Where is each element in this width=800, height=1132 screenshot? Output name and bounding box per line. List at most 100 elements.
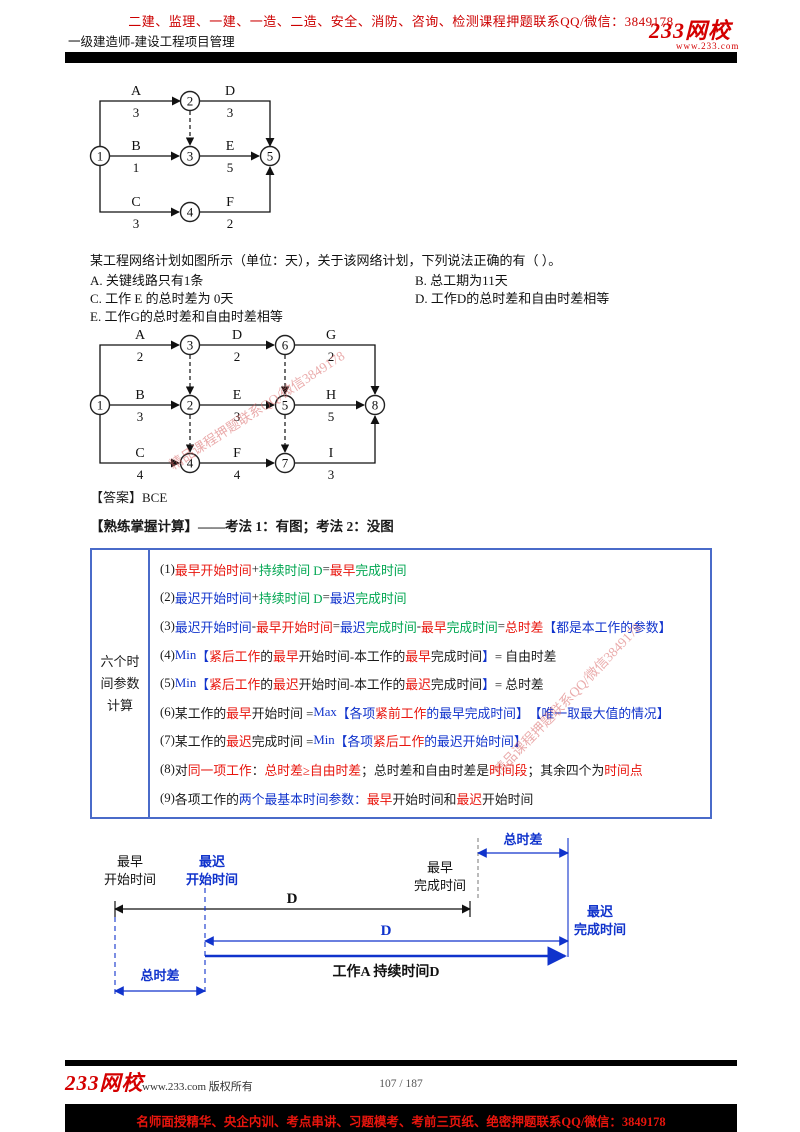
node-circle <box>179 452 201 474</box>
node-circle <box>179 90 201 112</box>
footer-divider-bar <box>65 1060 737 1066</box>
node-circle <box>364 394 386 416</box>
diagram2-nodes: 1 2 3 4 5 6 7 8 <box>89 334 386 474</box>
earliest-finish-label: 最早 <box>427 860 453 875</box>
duration-d-lower-label: D <box>381 923 392 939</box>
activity-name: I <box>329 446 334 461</box>
latest-finish-label: 最迟 <box>587 904 613 919</box>
formula-line-8: (8)对同一项工作：总时差≥自由时差；总时差和自由时差是时间段；其余四个为时间点 <box>160 761 643 778</box>
node-circle <box>274 394 296 416</box>
node-label: 5 <box>267 149 274 164</box>
question-stem: 某工程网络计划如图所示（单位：天），关于该网络计划，下列说法正确的有（ ）。 <box>90 253 562 268</box>
node-label: 2 <box>187 94 194 109</box>
diagram1-edges <box>99 96 275 217</box>
activity-name: D <box>225 84 235 99</box>
option-c: C. 工作 E 的总时差为 0天 <box>90 291 234 306</box>
formula-line-7: (7)某工作的最迟完成时间 = Min 【各项紧后工作的最迟开始时间】 <box>160 733 527 750</box>
node-label: 5 <box>282 398 289 413</box>
formula-line-5: (5)Min【紧后工作的最迟开始时间-本工作的最迟完成时间】 = 总时差 <box>160 676 544 693</box>
total-float-top-label: 总时差 <box>503 832 542 847</box>
latest-start-label: 开始时间 <box>186 872 238 887</box>
activity-duration: 2 <box>234 349 241 364</box>
total-float-bottom-label: 总时差 <box>140 968 179 983</box>
figure-lines <box>114 838 569 996</box>
option-d: D. 工作D的总时差和自由时差相等 <box>415 291 610 306</box>
node-label: 6 <box>282 338 289 353</box>
activity-duration: 4 <box>234 467 241 482</box>
brand-site-url: www.233.com <box>676 41 740 51</box>
formula-line-1: (1)最早开始时间+持续时间 D = 最早完成时间 <box>160 561 407 578</box>
network-diagram-2: 1 2 3 4 5 6 7 8 A 2 D 2 G 2 B 3 E 3 H 5 … <box>89 328 386 482</box>
activity-name: G <box>326 328 336 343</box>
diagram2-edges <box>99 340 380 468</box>
activity-name: A <box>135 328 146 343</box>
earliest-start-label: 最早 <box>117 854 143 869</box>
node-circle <box>89 394 111 416</box>
node-circle <box>274 452 296 474</box>
formula-line-3: (3)最迟开始时间-最早开始时间 = 最迟完成时间-最早完成时间 = 总时差【都… <box>160 618 672 635</box>
row-header-line: 计算 <box>106 697 133 713</box>
section-heading: 【熟练掌握计算】——考法 1：有图；考法 2：没图 <box>90 519 394 534</box>
activity-name: F <box>226 195 234 210</box>
six-parameters-table: 六个时 间参数 计算 (1)最早开始时间+持续时间 D = 最早完成时间 (2)… <box>90 548 712 820</box>
activity-a-duration-label: 工作A 持续时间D <box>333 963 440 980</box>
node-label: 4 <box>187 456 194 471</box>
activity-name: C <box>135 446 144 461</box>
node-circle <box>179 201 201 223</box>
time-parameter-figure: 最早 开始时间 最迟 开始时间 最早 完成时间 总时差 D D 最迟 完成时间 … <box>104 832 626 996</box>
row-header-line: 六个时 <box>100 653 140 669</box>
node-circle <box>89 145 111 167</box>
node-label: 1 <box>97 149 104 164</box>
activity-duration: 5 <box>328 409 335 424</box>
node-label: 3 <box>187 338 194 353</box>
node-circle <box>179 334 201 356</box>
activity-name: A <box>131 84 142 99</box>
figure-labels: 最早 开始时间 最迟 开始时间 最早 完成时间 总时差 D D 最迟 完成时间 … <box>104 832 626 983</box>
footer-copyright: www.233.com 版权所有 <box>142 1081 253 1093</box>
activity-duration: 4 <box>137 467 144 482</box>
table-row-header: 六个时 间参数 计算 <box>92 550 150 818</box>
formula-line-2: (2)最迟开始时间+持续时间 D = 最迟完成时间 <box>160 590 407 607</box>
earliest-start-label: 开始时间 <box>104 872 156 887</box>
activity-name: F <box>233 446 241 461</box>
node-circle <box>259 145 281 167</box>
activity-name: B <box>131 139 140 154</box>
footer-promo-bar: 名师面授精华、央企内训、考点串讲、习题模考、考前三页纸、绝密押题联系QQ/微信：… <box>65 1104 737 1132</box>
activity-name: H <box>326 388 336 403</box>
option-a: A. 关键线路只有1条 <box>90 273 204 288</box>
page-indicator: 107 / 187 <box>379 1078 423 1090</box>
header-divider-bar <box>65 52 737 63</box>
node-label: 4 <box>187 205 194 220</box>
brand-logo: 233网校 <box>649 18 732 43</box>
activity-duration: 3 <box>137 409 144 424</box>
activity-duration: 3 <box>133 216 140 231</box>
diagram1-activity-labels: A 3 D 3 B 1 E 5 C 3 F 2 <box>131 84 235 231</box>
activity-name: C <box>131 195 140 210</box>
formula-line-4: (4)Min【紧后工作的最早开始时间-本工作的最早完成时间】 = 自由时差 <box>160 647 557 664</box>
node-label: 3 <box>187 149 194 164</box>
activity-name: D <box>232 328 242 343</box>
header-promo-line: 二建、监理、一建、一造、二造、安全、消防、咨询、检测课程押题联系QQ/微信：38… <box>128 14 674 29</box>
diagram2-activity-labels: A 2 D 2 G 2 B 3 E 3 H 5 C 4 F 4 I 3 <box>135 328 336 482</box>
table-content: (1)最早开始时间+持续时间 D = 最早完成时间 (2)最迟开始时间+持续时间… <box>150 550 710 817</box>
course-title: 一级建造师-建设工程项目管理 <box>68 35 235 49</box>
node-circle <box>179 394 201 416</box>
activity-duration: 3 <box>328 467 335 482</box>
activity-duration: 2 <box>227 216 234 231</box>
diagram1-nodes: 1 2 3 4 5 <box>89 90 281 223</box>
formula-line-9: (9)各项工作的两个最基本时间参数：最早开始时间和最迟开始时间 <box>160 790 534 807</box>
activity-duration: 3 <box>227 105 234 120</box>
node-label: 2 <box>187 398 194 413</box>
activity-duration: 1 <box>133 160 140 175</box>
latest-start-label: 最迟 <box>199 854 225 869</box>
network-diagram-1: 1 2 3 4 5 A 3 D 3 B 1 E 5 C 3 F 2 <box>89 84 281 231</box>
node-circle <box>179 145 201 167</box>
node-label: 8 <box>372 398 379 413</box>
node-circle <box>274 334 296 356</box>
activity-name: E <box>233 388 242 403</box>
latest-finish-label: 完成时间 <box>574 922 626 937</box>
activity-duration: 3 <box>234 409 241 424</box>
option-b: B. 总工期为11天 <box>415 273 508 288</box>
earliest-finish-label: 完成时间 <box>414 878 466 893</box>
activity-name: B <box>135 388 144 403</box>
